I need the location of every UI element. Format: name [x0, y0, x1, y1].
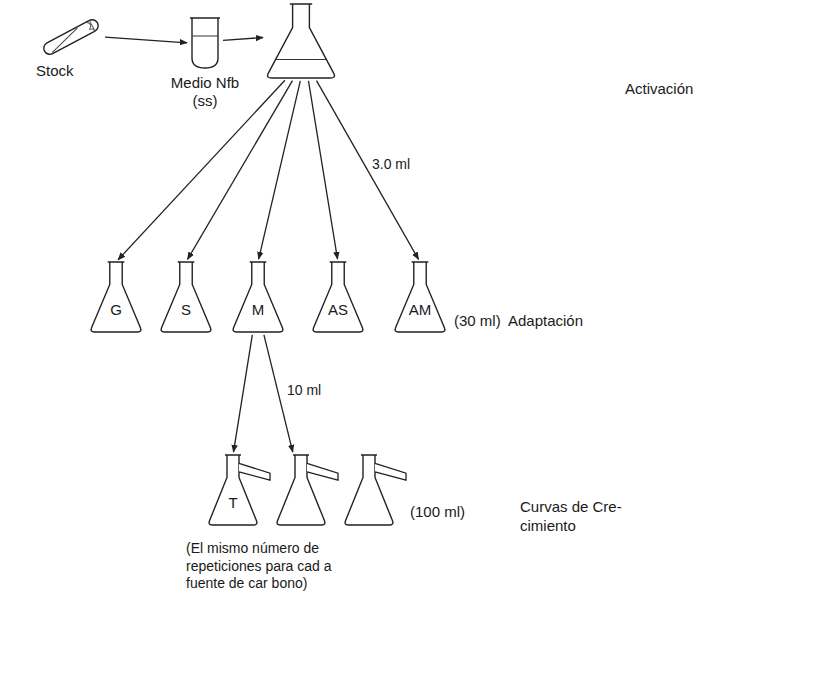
node-outline: [160, 262, 212, 332]
node-outline: [276, 455, 326, 525]
flask-letter: G: [90, 301, 142, 319]
flask-node: AS: [312, 262, 364, 332]
stage-label: Adaptación: [508, 312, 648, 331]
flask-node: T: [208, 455, 258, 525]
flask-letter: S: [160, 301, 212, 319]
arrow-connector: [316, 81, 418, 260]
arrow-connector: [259, 81, 301, 259]
node-outline: [190, 18, 220, 68]
node-caption: (100 ml): [410, 503, 500, 521]
arrow-connector: [105, 37, 187, 43]
stock-slant-tube: Stock: [40, 18, 102, 56]
volume-label: 3.0 ml: [370, 156, 412, 172]
stage-label: Curvas de Cre- cimiento: [520, 498, 632, 536]
flask-node: (100 ml): [344, 455, 394, 525]
flask-letter: M: [232, 301, 284, 319]
flask-node: M: [232, 262, 284, 332]
node-outline: [90, 262, 142, 332]
flask-node: [266, 4, 336, 78]
node-outline: [208, 455, 258, 525]
flask-node: AM(30 ml): [394, 262, 446, 332]
node-outline: [266, 4, 336, 78]
flask-node: G: [90, 262, 142, 332]
stage-label: Activación: [625, 80, 765, 99]
node-caption: Stock: [36, 62, 100, 80]
culture-tube: Medio Nfb (ss): [190, 18, 220, 68]
node-outline: [394, 262, 446, 332]
flask-node: S: [160, 262, 212, 332]
flask-node: [276, 455, 326, 525]
flask-letter: T: [208, 494, 258, 512]
node-outline: [312, 262, 364, 332]
arrow-connector: [308, 81, 337, 259]
flask-letter: AM: [394, 301, 446, 319]
node-outline: [232, 262, 284, 332]
note-text: (El mismo número de repeticiones para ca…: [186, 540, 336, 593]
arrow-connector: [233, 335, 252, 452]
node-outline: [344, 455, 394, 525]
arrow-connector: [223, 38, 263, 41]
flask-letter: AS: [312, 301, 364, 319]
volume-label: 10 ml: [285, 382, 323, 398]
node-caption: Medio Nfb (ss): [166, 74, 244, 110]
node-outline: [40, 18, 102, 56]
